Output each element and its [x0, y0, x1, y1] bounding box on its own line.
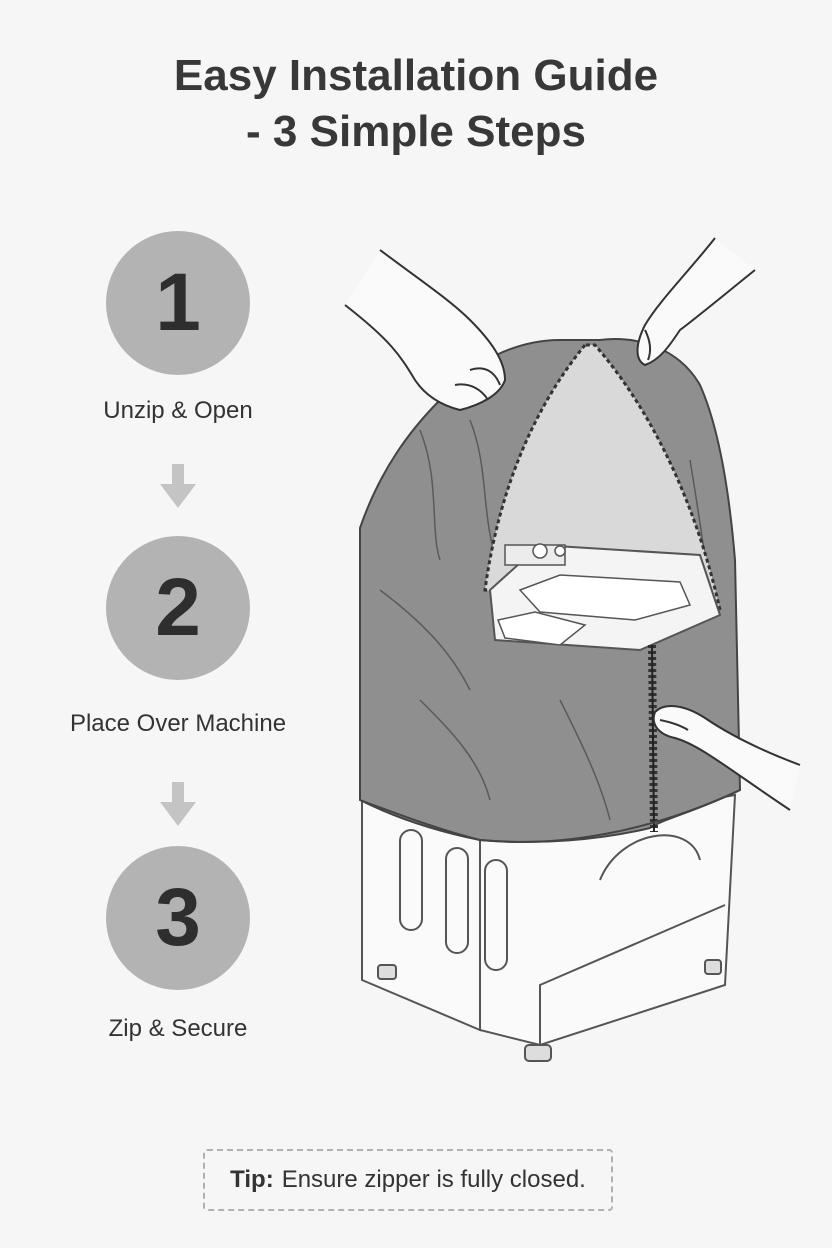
washing-machine-base [361, 793, 737, 1062]
down-arrow-icon [160, 464, 196, 508]
step-3-number: 3 [155, 872, 201, 963]
step-1-circle: 1 [106, 231, 250, 375]
title-line-1: Easy Installation Guide [173, 51, 659, 100]
tip-text: Ensure zipper is fully closed. [281, 1166, 586, 1193]
cover-body [359, 338, 742, 843]
step-2-circle: 2 [106, 536, 250, 680]
washing-machine-cover-illustration [344, 237, 801, 1062]
step-1-number: 1 [155, 257, 201, 348]
step-3-circle: 3 [106, 846, 250, 990]
hands [344, 237, 801, 811]
step-3-label: Zip & Secure [108, 1015, 248, 1042]
down-arrow-icon [160, 782, 196, 826]
tip-box: Tip: Ensure zipper is fully closed. [203, 1149, 613, 1211]
tip-prefix: Tip: [230, 1166, 274, 1193]
step-2-number: 2 [155, 562, 201, 653]
title-line-2: - 3 Simple Steps [246, 107, 586, 156]
step-2-label: Place Over Machine [69, 710, 287, 737]
step-1-label: Unzip & Open [103, 397, 253, 424]
page-title: Easy Installation Guide - 3 Simple Steps [0, 48, 832, 160]
